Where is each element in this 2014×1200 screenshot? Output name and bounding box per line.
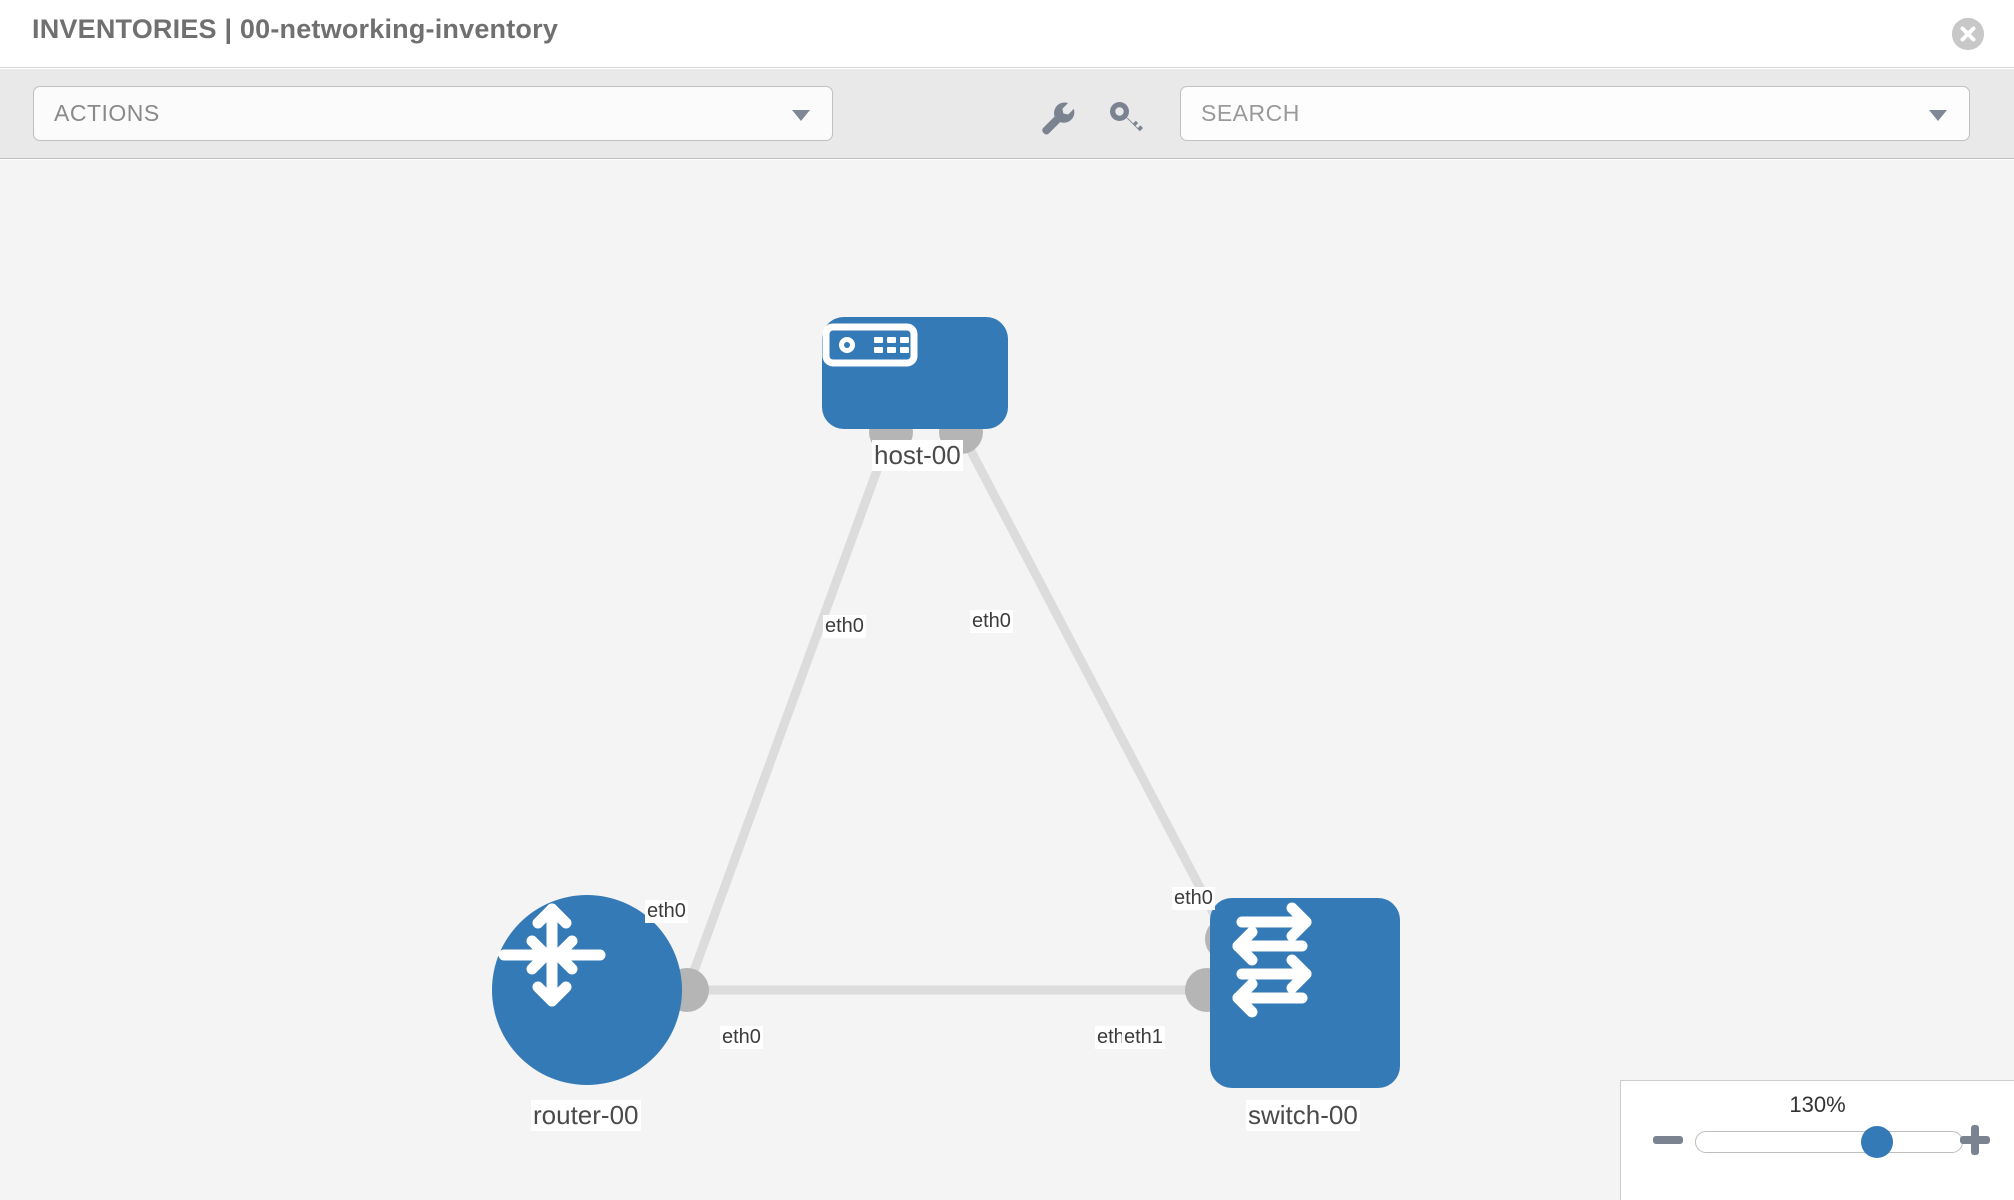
topology-links <box>682 427 1232 995</box>
link-host-switch <box>956 427 1232 944</box>
interface-label: eth0 <box>970 610 1013 633</box>
actions-dropdown[interactable]: ACTIONS <box>33 86 833 141</box>
toolbar: ACTIONS SEARCH <box>0 69 2014 159</box>
minus-icon[interactable] <box>1651 1123 1685 1157</box>
link-host-router <box>682 427 896 995</box>
zoom-control-panel: 130% <box>1620 1080 2014 1200</box>
wrench-icon[interactable] <box>1037 97 1079 139</box>
node-host-00-label: host-00 <box>872 440 963 471</box>
page-header: INVENTORIES | 00-networking-inventory <box>0 0 2014 68</box>
search-input-label: SEARCH <box>1201 100 1300 126</box>
node-router-00-label: router-00 <box>531 1100 641 1131</box>
topology-canvas[interactable]: host-00 <box>0 160 2014 1200</box>
actions-dropdown-label: ACTIONS <box>54 100 160 126</box>
zoom-level-value: 130% <box>1789 1092 1846 1117</box>
search-input[interactable]: SEARCH <box>1180 86 1970 141</box>
node-host-00-shape[interactable] <box>822 317 1008 429</box>
chevron-down-icon <box>1929 109 1947 121</box>
node-switch-00-label: switch-00 <box>1246 1100 1360 1131</box>
chevron-down-icon <box>792 109 810 121</box>
interface-label: eth0 <box>645 900 688 923</box>
plus-icon[interactable] <box>1958 1123 1992 1157</box>
interface-label: eth1 <box>1122 1026 1165 1049</box>
zoom-slider-handle[interactable] <box>1860 1126 1893 1158</box>
interface-label: eth0 <box>720 1026 763 1049</box>
close-icon[interactable] <box>1952 18 1984 50</box>
key-icon[interactable] <box>1105 97 1147 139</box>
node-router-00-shape[interactable] <box>492 895 682 1085</box>
page-title: INVENTORIES | 00-networking-inventory <box>32 14 559 44</box>
node-switch-00-shape[interactable] <box>1210 898 1400 1088</box>
zoom-slider[interactable] <box>1695 1126 1963 1158</box>
interface-label: eth0 <box>823 615 866 638</box>
interface-label: eth0 <box>1172 887 1215 910</box>
